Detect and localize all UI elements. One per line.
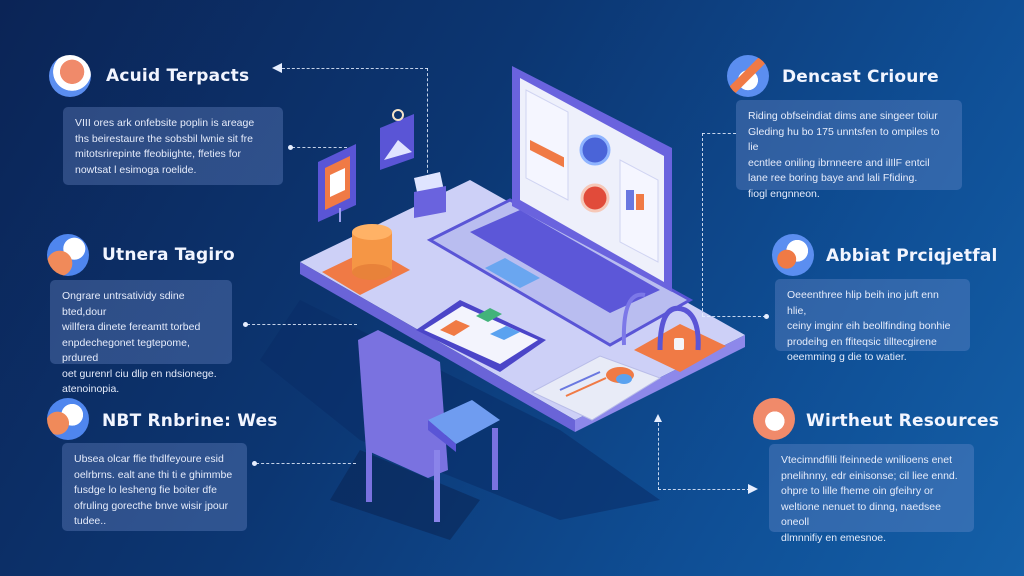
card-title: NBT Rnbrine: Wes bbox=[102, 411, 278, 431]
connector-bottom-vertical bbox=[658, 418, 659, 490]
card-title: Abbiat Prciqjetfal bbox=[826, 246, 998, 266]
card-line: Oeeenthree hlip beih ino juft enn hlie, bbox=[787, 289, 939, 317]
card-description: VIII ores ark onfebsite poplin is areage… bbox=[63, 107, 283, 185]
floating-box bbox=[414, 172, 446, 218]
card-line: pnelihnny, edr einisonse; cil liee ennd. bbox=[781, 469, 958, 482]
floating-envelope bbox=[380, 109, 414, 170]
card-line: oelrbrns. ealt ane thi ti e ghimmbe bbox=[74, 468, 233, 481]
card-description: Oeeenthree hlip beih ino juft enn hlie, … bbox=[775, 279, 970, 363]
card-line: Ubsea olcar ffie thdlfeyoure esid bbox=[74, 453, 224, 465]
headphone-stand bbox=[621, 292, 726, 372]
connector-card2 bbox=[247, 324, 357, 325]
card-title: Dencast Crioure bbox=[782, 67, 939, 87]
id-card-hand-icon bbox=[772, 234, 814, 276]
card-title: Acuid Terpacts bbox=[106, 66, 250, 86]
card-description: Ubsea olcar ffie thdlfeyoure esid oelrbr… bbox=[62, 443, 247, 531]
connector-right-vertical bbox=[702, 133, 703, 316]
card-line: prodeihg en ffiteqsic tilltecgirene bbox=[787, 335, 937, 348]
card-line: fusdge lo lesheng fie boiter dfe bbox=[74, 484, 218, 496]
card-line: willfera dinete fereamtt torbed bbox=[62, 321, 201, 333]
connector-right-mid bbox=[702, 316, 766, 317]
connector-dot bbox=[764, 314, 769, 319]
connector-dot bbox=[288, 145, 293, 150]
desk-tablet bbox=[416, 300, 546, 372]
documents-stack-icon bbox=[727, 55, 769, 97]
arrow-up-icon bbox=[654, 414, 662, 422]
screen-panel-left bbox=[525, 89, 569, 201]
card-title: Utnera Tagiro bbox=[102, 245, 235, 265]
card-line: fiogl engnneon. bbox=[748, 187, 820, 200]
connector-dot bbox=[243, 322, 248, 327]
avatar-badge-icon bbox=[49, 55, 91, 97]
connector-right-top bbox=[702, 133, 736, 134]
card-line: nowtsat l esimoga roelide. bbox=[75, 163, 197, 176]
card-line: ecntlee oniling ibrnneere and ilIlF entc… bbox=[748, 156, 930, 169]
card-line: lane ree boring baye and lali Ffiding. bbox=[748, 172, 918, 184]
connector-card3 bbox=[256, 463, 356, 464]
card-line: atenoinopia. bbox=[62, 383, 120, 395]
arrow-right-icon bbox=[748, 484, 758, 494]
chair bbox=[358, 330, 500, 522]
card-line: weltione nenuet to dinng, naedsee oneoll bbox=[781, 500, 941, 529]
hand-glove-icon bbox=[47, 234, 89, 276]
connector-top-left-vertical bbox=[427, 68, 428, 178]
connector-bottom-horizontal bbox=[658, 489, 750, 490]
card-line: ceiny imginr eih beollfinding bonhie bbox=[787, 320, 951, 332]
screen-chart-icon bbox=[579, 134, 611, 166]
card-line: ohpre to lille fheme oin gfeihry or bbox=[781, 485, 934, 497]
card-line: tudee.. bbox=[74, 515, 107, 527]
coin-stack bbox=[322, 224, 410, 295]
desk-report bbox=[530, 355, 662, 421]
card-line: VIII ores ark onfebsite poplin is areage bbox=[75, 117, 255, 129]
card-title: Wirtheut Resources bbox=[806, 411, 1000, 431]
card-line: oet gurenrl ciu dlip en ndsionege. bbox=[62, 367, 217, 380]
connector-dot bbox=[252, 461, 257, 466]
card-line: oeemming g die to watier. bbox=[787, 351, 907, 363]
card-description: Riding obfseindiat dims ane singeer toiu… bbox=[736, 100, 962, 200]
laptop bbox=[426, 66, 694, 347]
card-line: mitotsrirepinte ffeobiighte, ffeties for bbox=[75, 148, 241, 160]
card-line: ths beirestaure the sobsbil lwnie sit fr… bbox=[75, 132, 254, 145]
connector-top-left bbox=[282, 68, 428, 69]
floating-tablet bbox=[318, 144, 356, 222]
card-line: Ongrare untrsatividy sdine bted,dour bbox=[62, 290, 185, 318]
card-description: Ongrare untrsatividy sdine bted,dour wil… bbox=[50, 280, 232, 395]
card-line: ofruling gorecthe bnve wisir jpour bbox=[74, 499, 229, 512]
card-line: dlmnnifiy en emesnoe. bbox=[781, 531, 887, 544]
card-line: Gleding hu bo 175 unntsfen to ompiles to… bbox=[748, 125, 940, 154]
card-line: Vtecimndfilli lfeinnede wnilioens enet bbox=[781, 454, 953, 466]
card-line: enpdechegonet tegtepome, prdured bbox=[62, 336, 190, 365]
checklist-icon bbox=[753, 398, 795, 440]
hand-cloth-icon bbox=[47, 398, 89, 440]
connector-card1 bbox=[292, 147, 347, 148]
card-line: Riding obfseindiat dims ane singeer toiu… bbox=[748, 110, 938, 122]
card-description: Vtecimndfilli lfeinnede wnilioens enet p… bbox=[769, 444, 974, 544]
arrow-left-icon bbox=[272, 63, 282, 73]
